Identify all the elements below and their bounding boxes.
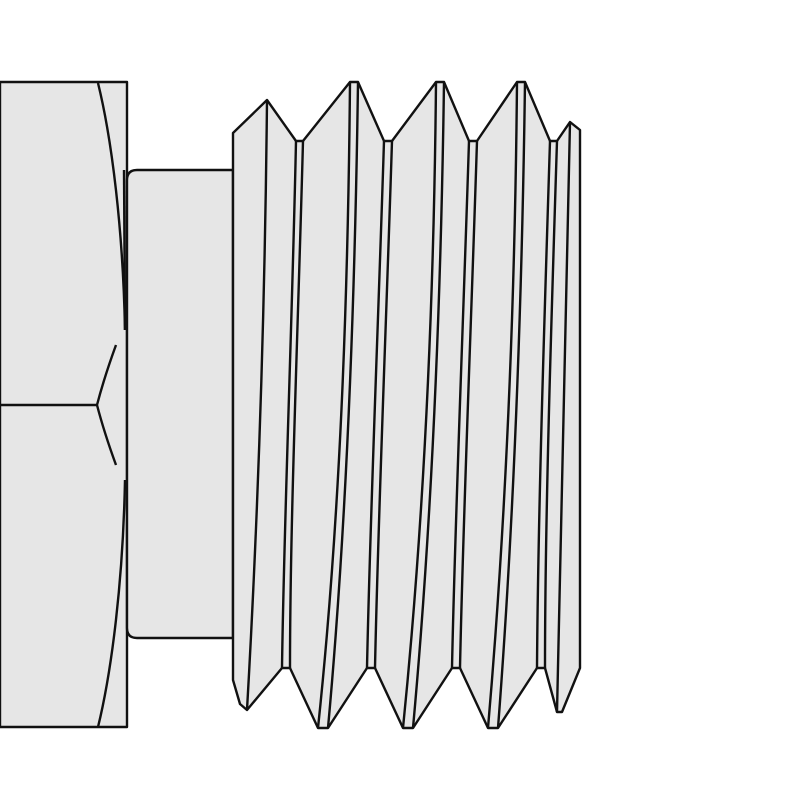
external-thread bbox=[231, 80, 582, 730]
neck bbox=[125, 168, 235, 640]
hex-nut bbox=[0, 80, 129, 729]
